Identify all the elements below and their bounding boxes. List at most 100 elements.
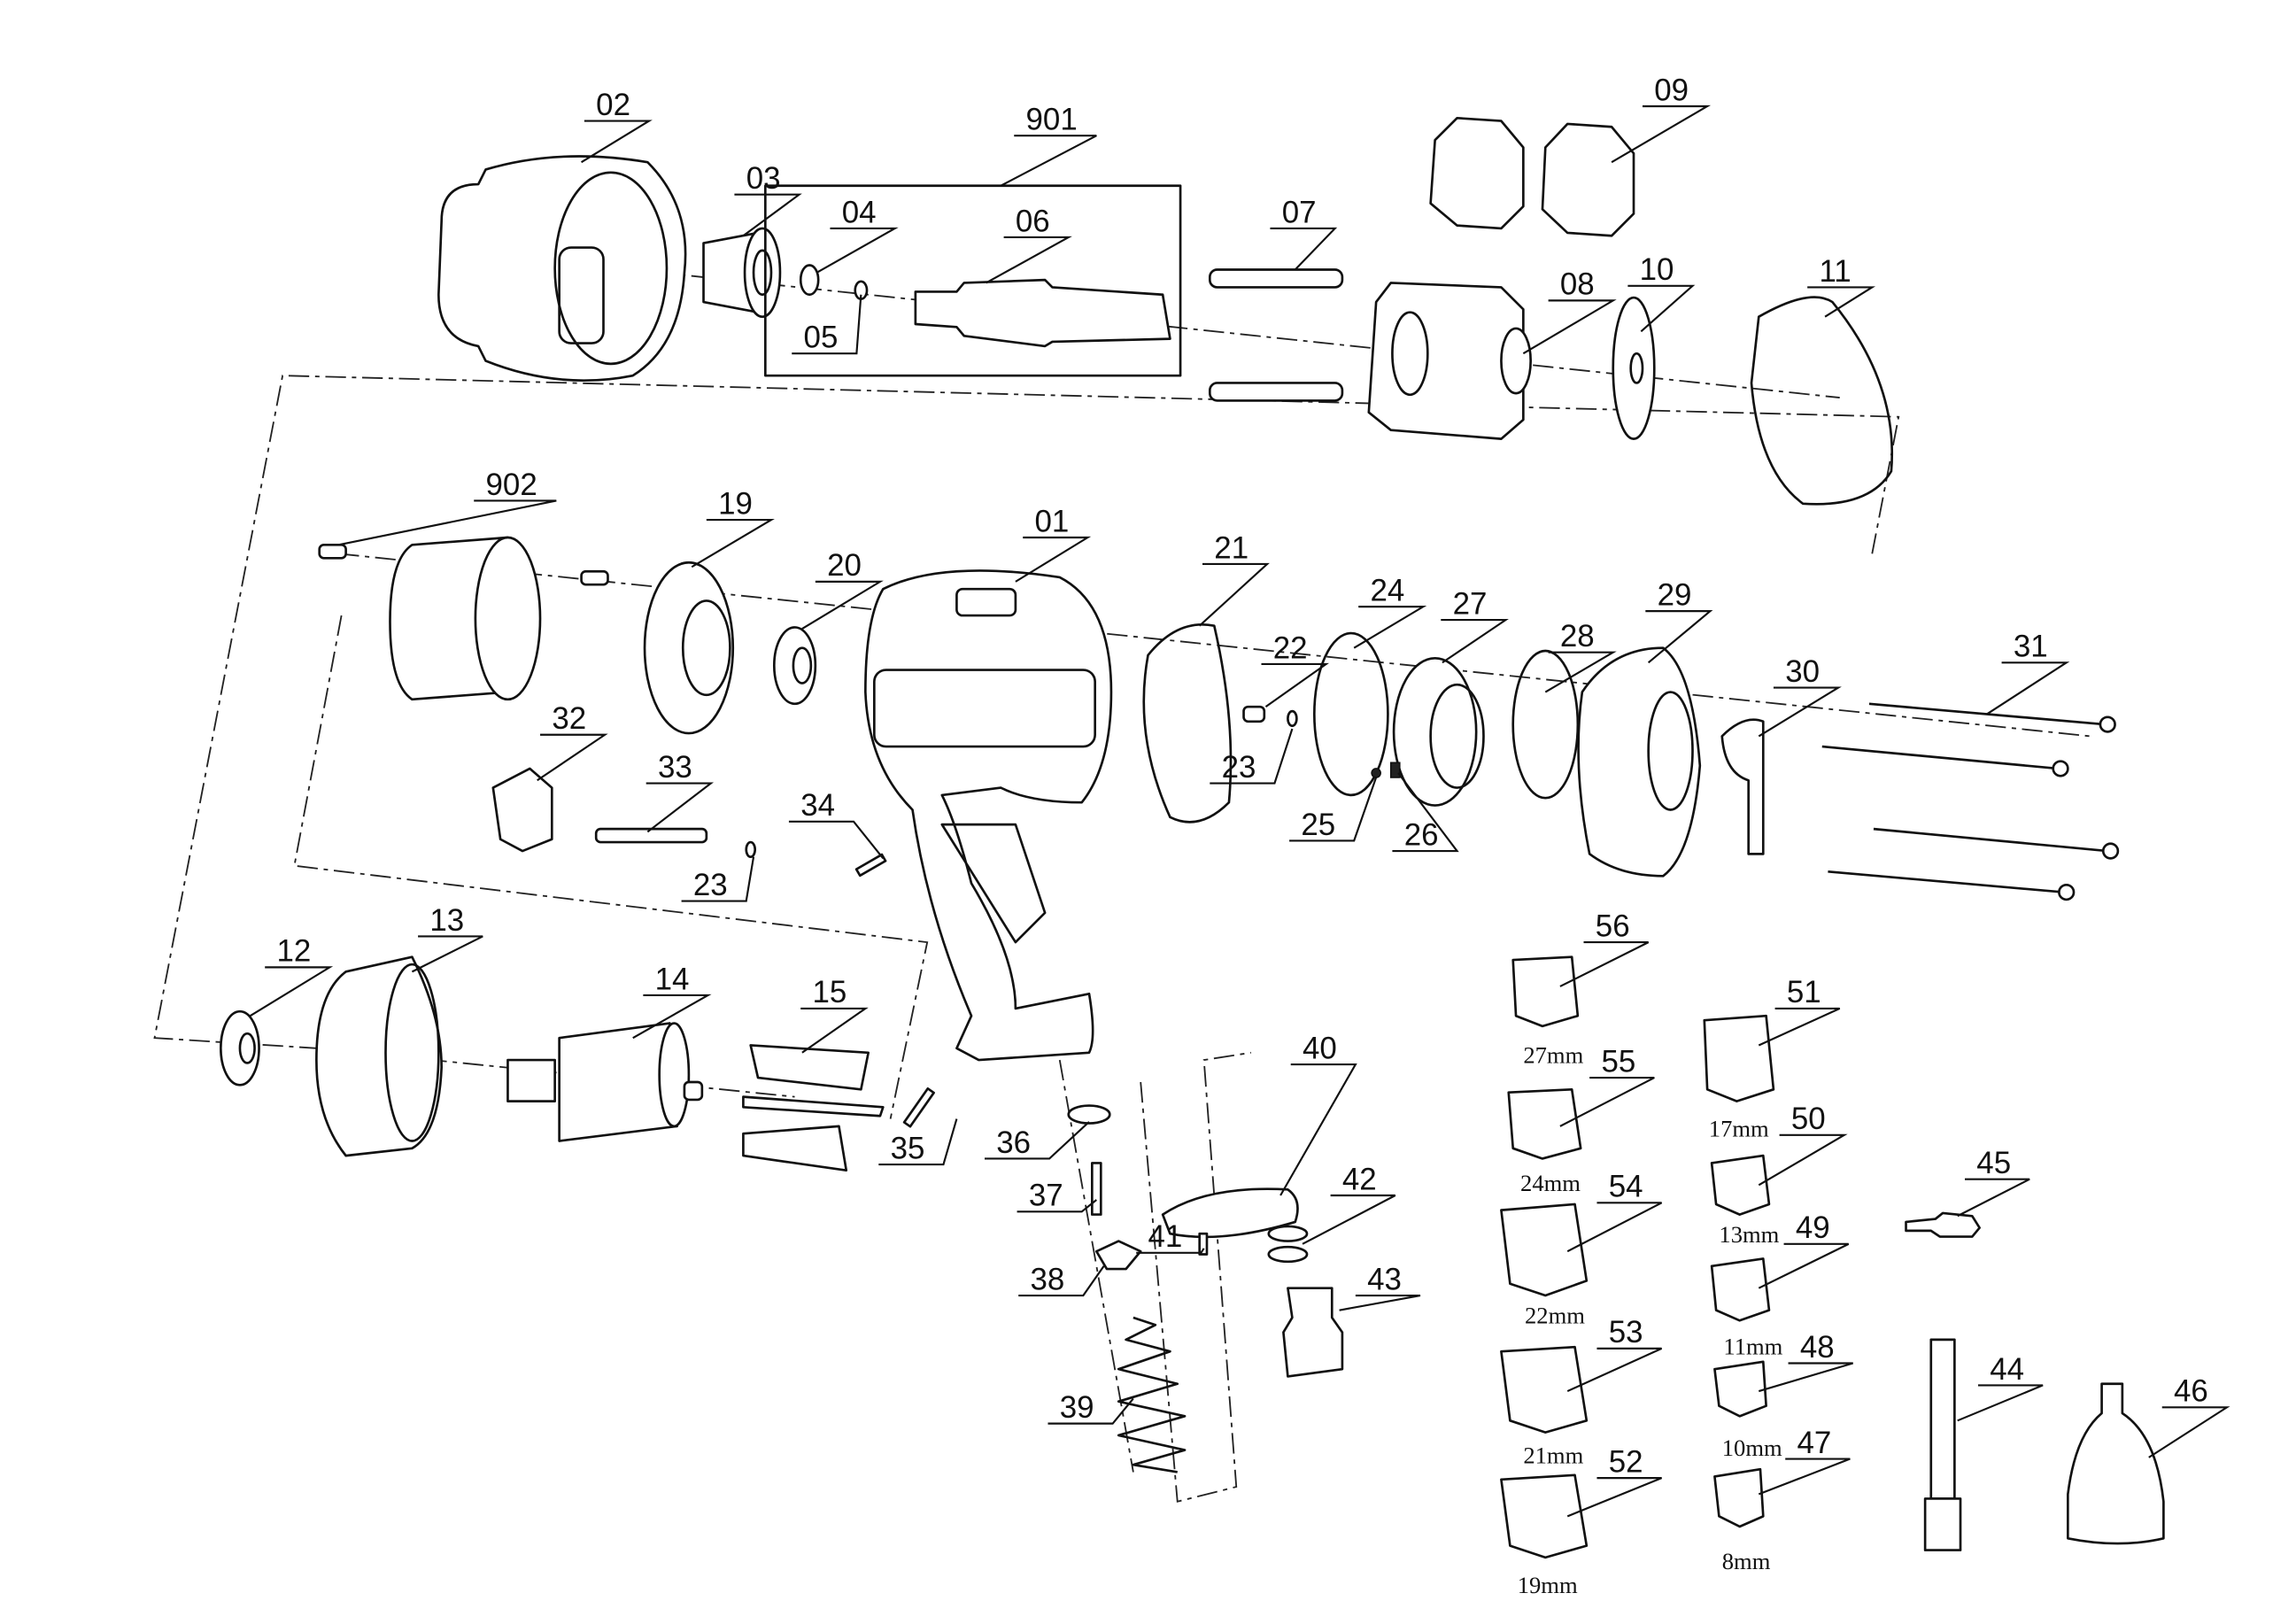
label-27: 27 xyxy=(1453,586,1488,621)
leader-line-37 xyxy=(1017,1199,1097,1213)
part-11-gasket xyxy=(1750,296,1893,506)
label-38: 38 xyxy=(1031,1262,1065,1296)
label-22: 22 xyxy=(1273,630,1308,665)
label-28: 28 xyxy=(1560,619,1595,653)
part-15-vanes xyxy=(742,1044,885,1172)
leader-line-14 xyxy=(632,994,712,1040)
label-44: 44 xyxy=(1990,1352,2024,1387)
label-41: 41 xyxy=(1148,1219,1183,1254)
leader-line-32 xyxy=(537,733,608,782)
label-13: 13 xyxy=(429,903,464,938)
leader-line-13 xyxy=(411,935,483,973)
label-23a: 23 xyxy=(1222,750,1256,785)
label-30: 30 xyxy=(1785,654,1820,689)
leader-line-21 xyxy=(1198,562,1270,627)
label-34: 34 xyxy=(800,788,835,823)
leader-line-44 xyxy=(1957,1384,2044,1422)
part-30-regulator xyxy=(1720,718,1765,855)
leader-line-28 xyxy=(1544,651,1617,693)
leader-line-09 xyxy=(1611,104,1712,164)
leader-line-22 xyxy=(1261,662,1330,708)
part-23-oring xyxy=(1287,709,1298,728)
leader-line-38 xyxy=(1018,1265,1105,1297)
leader-line-42 xyxy=(1302,1194,1396,1245)
part-34-pin xyxy=(854,853,887,878)
part-23-oring-b xyxy=(745,840,757,859)
leader-line-56 xyxy=(1559,941,1650,987)
leader-line-30 xyxy=(1758,686,1842,738)
part-12-bearing xyxy=(219,1009,260,1087)
leader-line-39 xyxy=(1048,1397,1134,1425)
part-902-cylinder xyxy=(318,536,609,701)
leader-line-02 xyxy=(580,120,653,164)
leader-line-29 xyxy=(1645,610,1713,664)
label-24: 24 xyxy=(1370,573,1404,607)
part-24-oring xyxy=(1312,631,1389,797)
socket-size-53: 21mm xyxy=(1523,1442,1583,1469)
leader-line-901 xyxy=(1000,135,1097,187)
label-01: 01 xyxy=(1035,504,1070,538)
part-901-kit-frame xyxy=(764,184,1182,377)
part-33-valve-stem xyxy=(594,827,708,844)
part-20-bearing xyxy=(772,626,817,706)
label-25: 25 xyxy=(1301,808,1335,842)
part-46-oil-bottle xyxy=(2067,1382,2165,1545)
label-50: 50 xyxy=(1791,1102,1826,1136)
label-48: 48 xyxy=(1800,1330,1835,1365)
label-51: 51 xyxy=(1787,975,1821,1009)
leader-line-43 xyxy=(1339,1294,1421,1311)
leader-line-01 xyxy=(1015,536,1092,583)
leader-line-52 xyxy=(1566,1477,1663,1518)
leader-line-31 xyxy=(1986,661,2070,715)
part-41-screw xyxy=(1198,1232,1209,1256)
part-19-rear-plate xyxy=(643,561,735,735)
sockets-small xyxy=(1710,1154,1771,1528)
socket-size-48: 10mm xyxy=(1722,1435,1782,1461)
label-04: 04 xyxy=(842,195,877,229)
label-32: 32 xyxy=(552,701,586,736)
part-43-air-inlet xyxy=(1282,1287,1344,1378)
socket-size-47: 8mm xyxy=(1722,1548,1771,1574)
label-10: 10 xyxy=(1640,252,1674,287)
label-03: 03 xyxy=(746,161,781,196)
part-31-bolts xyxy=(1821,702,2120,901)
leader-line-25 xyxy=(1289,777,1378,842)
leader-line-11 xyxy=(1807,286,1876,318)
socket-size-52: 19mm xyxy=(1518,1572,1578,1598)
part-13-front-plate xyxy=(315,955,443,1157)
part-08-hammer-cage xyxy=(1367,282,1532,440)
part-27-reverse-valve xyxy=(1392,656,1485,807)
label-20: 20 xyxy=(827,548,862,583)
part-07-pins xyxy=(1208,268,1344,402)
leader-line-36 xyxy=(984,1121,1090,1160)
part-26-spring xyxy=(1389,762,1401,778)
part-35-pin xyxy=(902,1087,935,1128)
leader-lines xyxy=(250,104,2230,1518)
leader-line-19 xyxy=(691,518,775,568)
leader-line-51 xyxy=(1758,1007,1841,1047)
label-45: 45 xyxy=(1976,1146,2011,1180)
leader-line-40 xyxy=(1279,1063,1357,1196)
leader-line-49 xyxy=(1758,1242,1850,1289)
part-45-air-fitting xyxy=(1905,1211,1981,1238)
label-35: 35 xyxy=(891,1131,925,1165)
socket-size-49: 11mm xyxy=(1723,1334,1782,1360)
socket-size-56: 27mm xyxy=(1523,1041,1583,1068)
part-21-gasket xyxy=(1142,623,1233,824)
leader-line-23a xyxy=(1210,728,1294,785)
part-09-hammers xyxy=(1429,116,1635,237)
label-54: 54 xyxy=(1609,1170,1643,1204)
label-47: 47 xyxy=(1797,1426,1832,1460)
label-33: 33 xyxy=(658,750,692,785)
part-37-pin xyxy=(1091,1162,1102,1216)
label-49: 49 xyxy=(1796,1210,1830,1245)
label-12: 12 xyxy=(276,934,311,969)
sockets-large xyxy=(1500,955,1775,1559)
label-37: 37 xyxy=(1029,1179,1063,1213)
leader-line-41 xyxy=(1136,1248,1205,1254)
label-55: 55 xyxy=(1601,1044,1635,1079)
leader-line-47 xyxy=(1758,1458,1851,1496)
